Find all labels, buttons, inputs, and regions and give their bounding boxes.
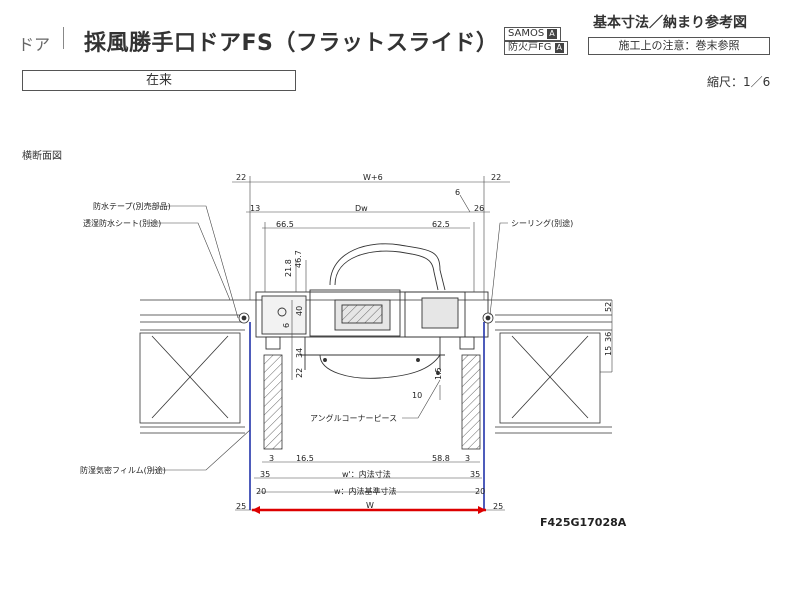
callout-leaders: [148, 205, 508, 471]
dim-52: 52: [604, 302, 613, 312]
section-label: 横断面図: [22, 151, 62, 162]
dim-36: 36: [604, 332, 613, 342]
badge-text: SAMOS: [508, 28, 545, 39]
dimension-lines: [232, 176, 613, 511]
badge-mark: A: [547, 29, 557, 39]
dim-22-mid: 22: [295, 368, 304, 378]
callout-vapor-film: 防湿気密フィルム(別途): [80, 465, 166, 475]
dim-1-5: 1.5: [434, 367, 443, 380]
dim-25-left: 25: [236, 502, 246, 511]
vapor-film-lines: [249, 322, 485, 510]
right-stud: [461, 354, 481, 450]
dim-6-mid: 6: [282, 323, 291, 328]
dim-62-5: 62.5: [432, 220, 450, 229]
basic-dimension-label: 基本寸法／納まり参考図: [593, 15, 747, 31]
dim-22-left: 22: [236, 173, 246, 182]
dim-w-plus-6: W+6: [363, 173, 383, 182]
door-frame-assembly: [255, 243, 489, 379]
dim-58-8: 58.8: [432, 454, 450, 463]
dim-dw: Dw: [355, 204, 368, 213]
dim-w-dash: w'：内法寸法: [342, 469, 391, 479]
width-dimension-w: [252, 506, 486, 514]
dim-6-top: 6: [455, 188, 460, 197]
dim-3-left: 3: [269, 454, 274, 463]
sealant-dots: [238, 312, 494, 324]
dim-26: 26: [474, 204, 484, 213]
dim-46-7: 46.7: [294, 250, 303, 268]
scale-label: 縮尺：1／6: [707, 75, 771, 89]
left-stud: [263, 354, 283, 450]
badge-mark: A: [554, 43, 564, 53]
dim-20-left: 20: [256, 487, 266, 496]
dim-34: 34: [295, 348, 304, 358]
dim-66-5: 66.5: [276, 220, 294, 229]
dim-w: W: [366, 501, 374, 510]
dim-21-8: 21.8: [284, 259, 293, 277]
callout-waterproof-tape: 防水テープ(別売部品): [93, 201, 171, 211]
caution-box: 施工上の注意：巻末参照: [588, 37, 770, 55]
dim-35-right: 35: [470, 470, 480, 479]
badge-text: 防火戸FG: [508, 42, 552, 53]
dim-3-right: 3: [465, 454, 470, 463]
callout-texts: 防水テープ(別売部品) 透湿防水シート(別途) シーリング(別途) アングルコー…: [80, 201, 573, 475]
dim-35-left: 35: [260, 470, 270, 479]
page-title: 採風勝手口ドアFS（フラットスライド）: [84, 31, 499, 56]
dim-20-right: 20: [475, 487, 485, 496]
header-divider: [63, 27, 64, 49]
dim-13: 13: [250, 204, 260, 213]
existing-type-box: 在来: [22, 70, 296, 91]
dim-10: 10: [412, 391, 422, 400]
dim-22-right: 22: [491, 173, 501, 182]
callout-angle-corner: アングルコーナーピース: [310, 413, 397, 423]
drawing-code: F425G17028A: [540, 516, 627, 529]
dim-16-5: 16.5: [296, 454, 314, 463]
dim-40: 40: [295, 306, 304, 316]
dim-15: 15: [604, 346, 613, 356]
callout-permeable-sheet: 透湿防水シート(別途): [83, 218, 161, 228]
dim-25-right: 25: [493, 502, 503, 511]
wall-structure: [139, 299, 612, 434]
dimension-texts: 22 W+6 22 6 13 Dw 26 66.5 62.5 21.8 46.7…: [236, 173, 613, 511]
callout-sealing: シーリング(別途): [511, 218, 573, 228]
category-label: ドア: [18, 35, 51, 54]
dim-w-base: w：内法基準寸法: [334, 486, 397, 496]
